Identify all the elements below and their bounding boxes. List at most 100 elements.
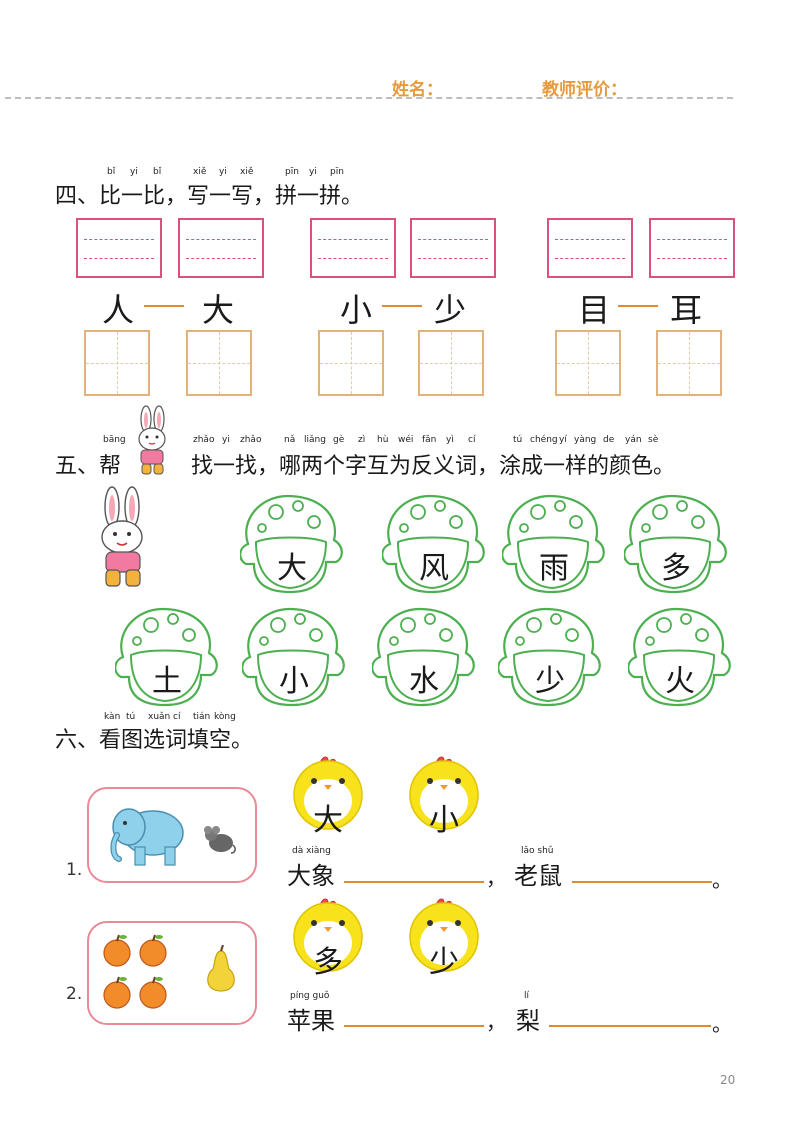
pinyin: tú [126,712,136,722]
pinyin: yi [130,167,138,177]
elephant-icon [110,808,184,866]
pinyin: píng guǒ [290,991,330,1001]
pinyin: bāng [103,435,126,445]
pinyin: bǐ [107,167,116,177]
answer-blank[interactable] [344,881,484,883]
mushroom-char: 少 [535,664,565,699]
pinyin-writing-box[interactable] [649,218,735,278]
pair-char-right: 耳 [670,291,703,329]
character-grid-box[interactable] [318,330,384,396]
pinyin: dà xiàng [292,846,331,856]
mushroom-char: 小 [279,664,309,699]
answer-blank[interactable] [572,881,712,883]
name-label: 姓名： [392,80,443,100]
pinyin: tú [513,435,523,445]
pinyin: bǐ [153,167,162,177]
pinyin: yán [625,435,642,445]
pinyin: cí [468,435,476,445]
pinyin-writing-box[interactable] [178,218,264,278]
teacher-eval-label: 教师评价： [542,80,627,100]
word-option: 少 [429,945,459,980]
pinyin: zì [358,435,366,445]
word-option: 多 [313,945,343,980]
character-grid-box[interactable] [656,330,722,396]
mushroom-char: 土 [152,664,182,699]
character-grid-box[interactable] [418,330,484,396]
pinyin: yi [309,167,317,177]
pinyin: zhǎo [240,435,262,445]
pinyin: gè [333,435,345,445]
answer-blank[interactable] [549,1025,711,1027]
rabbit-icon [138,405,166,475]
character-grid-box[interactable] [84,330,150,396]
apple-icon [103,934,167,1009]
character-grid-box[interactable] [555,330,621,396]
pinyin: sè [648,435,659,445]
pinyin-writing-box[interactable] [410,218,496,278]
mushroom-char: 水 [409,664,439,699]
period: 。 [712,1012,732,1036]
mushroom-char: 雨 [539,551,569,586]
pinyin: nǎ [284,435,296,445]
word-option: 大 [313,803,343,838]
pinyin: yàng [574,435,597,445]
pinyin: lǎo shǔ [521,846,554,856]
question-number: 2. [66,984,83,1004]
pinyin: yi [222,435,230,445]
mushroom-char: 多 [661,551,691,586]
pair-char-left: 目 [578,291,611,329]
pair-char-left: 小 [340,291,373,329]
pinyin: xiě [240,167,254,177]
pear-icon [207,945,235,992]
pinyin: cí [173,712,181,722]
rabbit-illustration [101,486,143,587]
pinyin-writing-box[interactable] [547,218,633,278]
comma: ， [486,1010,506,1034]
question-number: 1. [66,860,83,880]
word-label: 大象 [287,862,335,890]
mushroom-char: 火 [665,664,695,699]
pinyin: yí [559,435,567,445]
pinyin-writing-box[interactable] [76,218,162,278]
pinyin: kàn [104,712,121,722]
section5-title-suffix: 找一找，哪两个字互为反义词，涂成一样的颜色。 [191,454,676,479]
period: 。 [712,868,732,892]
pinyin: zhǎo [193,435,215,445]
pinyin: pīn [285,167,299,177]
pinyin: wéi [398,435,414,445]
pinyin: kòng [214,712,236,722]
pinyin: chéng [530,435,558,445]
picture-frame [87,787,257,883]
pair-dash [618,305,658,307]
mouse-icon [204,826,236,854]
picture-frame [87,921,257,1025]
pinyin: yì [446,435,454,445]
pinyin: lí [524,991,530,1001]
pinyin-writing-box[interactable] [310,218,396,278]
comma: ， [486,866,506,890]
pair-char-right: 少 [434,291,467,329]
pinyin: xiě [193,167,207,177]
section6-title: 六、看图选词填空。 [55,728,254,753]
pinyin: de [603,435,615,445]
answer-blank[interactable] [344,1025,484,1027]
pinyin: liǎng [304,435,326,445]
pinyin: xuǎn [148,712,171,722]
word-label: 苹果 [287,1007,335,1035]
word-option: 小 [429,803,459,838]
mushroom-char: 大 [277,551,307,586]
word-label: 梨 [516,1007,540,1035]
pair-dash [382,305,422,307]
pair-char-left: 人 [102,291,135,329]
pinyin: fǎn [422,435,437,445]
character-grid-box[interactable] [186,330,252,396]
pinyin: hù [377,435,389,445]
pinyin: tián [193,712,211,722]
section5-title-prefix: 五、帮 [55,454,122,479]
pinyin: pīn [330,167,344,177]
word-label: 老鼠 [514,862,562,890]
header-divider [5,97,733,99]
pinyin: yi [219,167,227,177]
section4-title: 四、比一比，写一写，拼一拼。 [55,184,364,209]
page-number: 20 [720,1073,736,1087]
